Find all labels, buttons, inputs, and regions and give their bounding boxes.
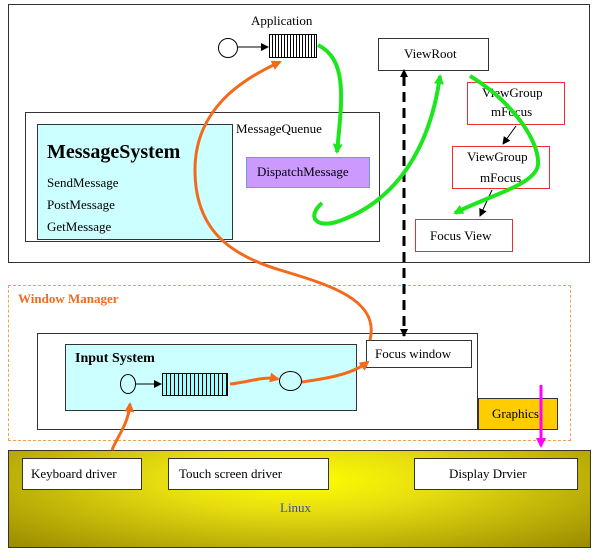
send-message-label: SendMessage <box>47 175 119 190</box>
graphics-label: Graphics <box>492 406 539 421</box>
message-queue-label: MessageQuenue <box>236 121 322 136</box>
keyboard-driver-label: Keyboard driver <box>31 466 117 481</box>
dispatch-message-label: DispatchMessage <box>257 164 349 179</box>
application-queue-circle <box>218 38 238 58</box>
input-queue <box>162 373 228 396</box>
input-dispatch-circle <box>279 371 302 391</box>
linux-label: Linux <box>280 500 312 515</box>
focus-view-label: Focus View <box>430 228 492 243</box>
view-group-2-line2: mFocus <box>480 170 522 185</box>
message-system-title: MessageSystem <box>47 141 181 163</box>
focus-window-box <box>366 340 472 368</box>
post-message-label: PostMessage <box>47 197 115 212</box>
keyboard-driver-box <box>22 458 142 490</box>
view-group-2-line1: ViewGroup <box>467 149 528 164</box>
graphics-box <box>478 398 558 430</box>
application-title: Application <box>251 13 313 28</box>
window-manager-title: Window Manager <box>18 291 119 306</box>
application-queue <box>269 34 317 58</box>
touch-screen-driver-box <box>168 458 329 490</box>
input-source-circle <box>120 374 136 394</box>
view-root-box <box>378 38 489 71</box>
get-message-label: GetMessage <box>47 219 112 234</box>
display-driver-label: Display Drvier <box>449 466 527 481</box>
view-group-1-line2: mFocus <box>491 104 533 119</box>
view-group-1-line1: ViewGroup <box>482 85 543 100</box>
input-system-title: Input System <box>75 351 155 366</box>
display-driver-box <box>414 458 578 490</box>
touch-screen-driver-label: Touch screen driver <box>179 466 283 481</box>
focus-window-label: Focus window <box>375 346 452 361</box>
view-root-label: ViewRoot <box>404 46 457 61</box>
